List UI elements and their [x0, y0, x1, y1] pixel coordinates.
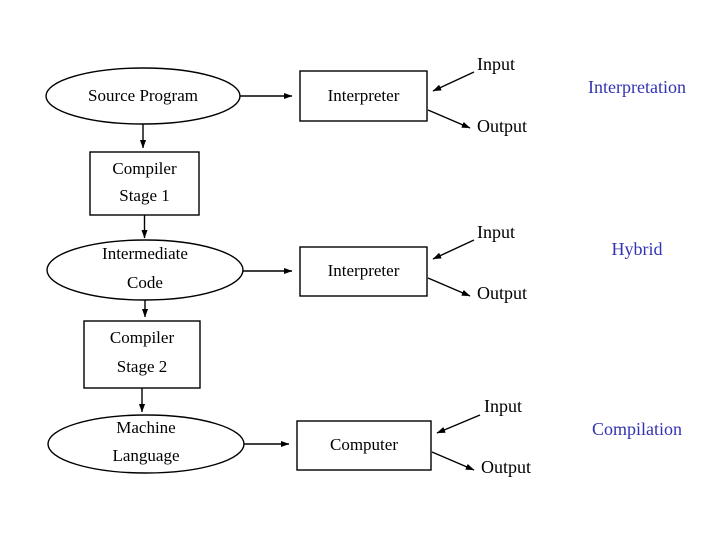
node-computer-label: Computer	[330, 435, 398, 454]
io-label-row1-input: Input	[477, 54, 515, 74]
node-interpreter-top	[299, 70, 428, 122]
connector-interpreter-top-to-output	[427, 109, 471, 129]
io-label-row2-output: Output	[477, 283, 527, 303]
node-source-program-label: Source Program	[88, 86, 198, 105]
io-label-row2-input: Input	[477, 222, 515, 242]
node-compiler-stage-1-label-line1: Compiler	[112, 159, 177, 178]
node-compiler-stage-2-label-line1: Compiler	[110, 328, 175, 347]
node-compiler-stage-2	[83, 320, 201, 389]
node-machine-language-label-line2: Language	[112, 446, 179, 465]
io-label-row1-output: Output	[477, 116, 527, 136]
node-interpreter-middle	[299, 246, 428, 297]
io-label-row3-input: Input	[484, 396, 522, 416]
node-machine-language-label-line1: Machine	[116, 418, 175, 437]
connector-input-to-computer	[436, 414, 481, 434]
node-interpreter-middle-label: Interpreter	[328, 261, 400, 280]
connector-input-to-interpreter-middle	[432, 239, 475, 260]
node-intermediate-code-label-line2: Code	[127, 273, 163, 292]
category-label-interpretation: Interpretation	[588, 77, 686, 97]
node-interpreter-top-label: Interpreter	[328, 86, 400, 105]
connector-interpreter-middle-to-output	[427, 277, 471, 297]
node-computer	[296, 420, 432, 471]
category-label-hybrid: Hybrid	[612, 239, 663, 259]
category-label-compilation: Compilation	[592, 419, 682, 439]
connector-computer-to-output	[431, 451, 475, 471]
node-compiler-stage-1-label-line2: Stage 1	[119, 186, 170, 205]
connector-input-to-interpreter-top	[432, 71, 475, 92]
io-label-row3-output: Output	[481, 457, 531, 477]
node-intermediate-code-label-line1: Intermediate	[102, 244, 188, 263]
node-compiler-stage-2-label-line2: Stage 2	[117, 357, 168, 376]
